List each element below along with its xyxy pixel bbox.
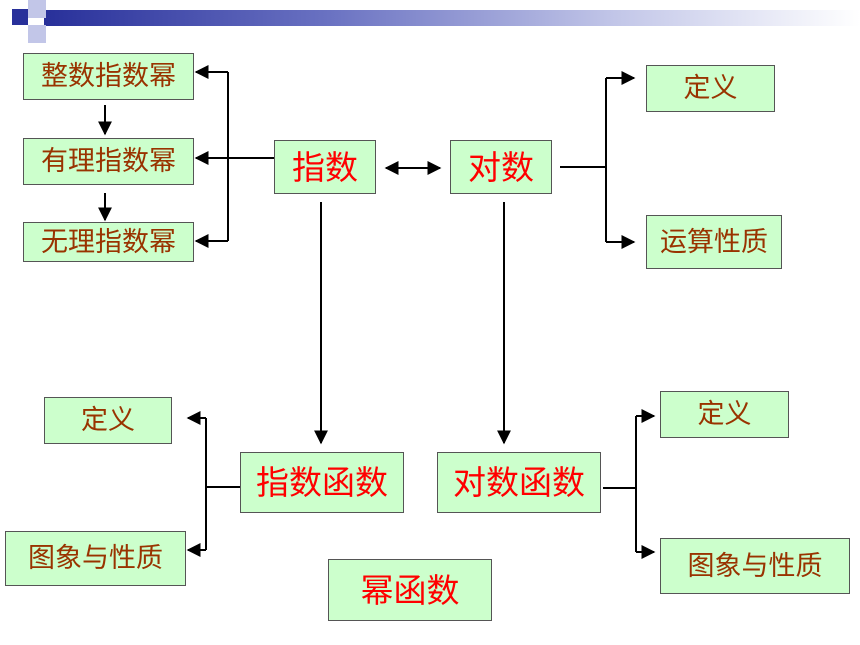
node-irrational-power: 无理指数幂 [23, 222, 194, 262]
node-logarithm-label: 对数 [468, 147, 534, 187]
node-logfunc-definition-label: 定义 [697, 399, 752, 430]
node-integer-power-label: 整数指数幂 [41, 61, 176, 92]
node-logfunc-graph-properties: 图象与性质 [660, 538, 850, 594]
header-square-dark [12, 9, 28, 25]
node-log-definition-label: 定义 [683, 73, 738, 104]
node-exponential-function-label: 指数函数 [256, 463, 388, 502]
node-rational-power-label: 有理指数幂 [41, 146, 176, 177]
node-exponent: 指数 [274, 140, 376, 194]
node-rational-power: 有理指数幂 [23, 138, 194, 185]
header-gradient-bar [44, 10, 860, 26]
node-expfunc-definition: 定义 [44, 397, 172, 444]
node-log-operation-properties-label: 运算性质 [660, 226, 768, 258]
node-irrational-power-label: 无理指数幂 [41, 226, 176, 258]
node-exponential-function: 指数函数 [240, 452, 404, 513]
header-square-light [28, 0, 46, 18]
node-logarithmic-function-label: 对数函数 [453, 463, 585, 502]
node-power-function-label: 幂函数 [360, 570, 460, 610]
node-log-definition: 定义 [646, 65, 775, 112]
node-logarithm: 对数 [450, 140, 552, 194]
node-expfunc-graph-properties-label: 图象与性质 [28, 543, 163, 574]
node-logfunc-definition: 定义 [660, 391, 789, 438]
node-logfunc-graph-properties-label: 图象与性质 [687, 550, 823, 582]
header-square-light-lower [28, 25, 46, 43]
node-logarithmic-function: 对数函数 [437, 452, 601, 513]
node-log-operation-properties: 运算性质 [646, 215, 782, 269]
node-exponent-label: 指数 [292, 147, 358, 187]
node-power-function: 幂函数 [328, 559, 492, 621]
node-integer-power: 整数指数幂 [23, 53, 194, 100]
node-expfunc-graph-properties: 图象与性质 [5, 531, 186, 586]
node-expfunc-definition-label: 定义 [81, 405, 135, 436]
